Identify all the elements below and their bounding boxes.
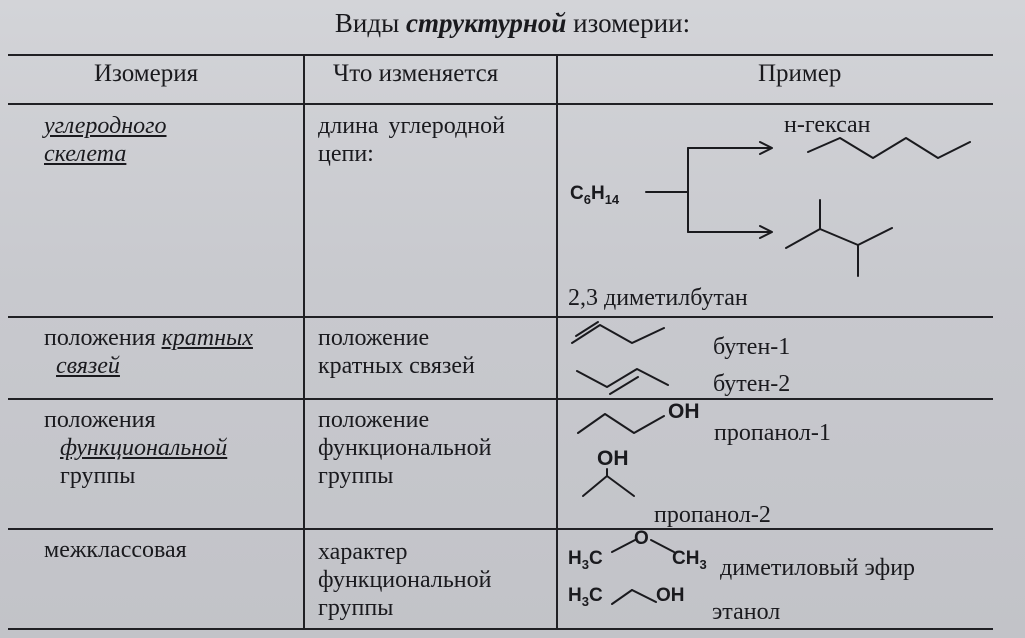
- row3-example1-label: пропанол-1: [714, 420, 831, 446]
- ether-bond-left: [611, 539, 636, 553]
- row3-example2-label: пропанол-2: [654, 502, 771, 528]
- page-title: Виды структурной изомерии:: [334, 8, 691, 38]
- row2-example2-label: бутен-2: [713, 371, 791, 397]
- table-top-border: [8, 54, 993, 56]
- butene2-double-bond: [609, 376, 639, 395]
- header-bottom-border: [8, 103, 993, 105]
- hexane-skeleton: [807, 137, 971, 159]
- row3-isomerism: положения функциональной группы: [44, 407, 228, 489]
- ethanol-bond-1: [611, 589, 633, 605]
- ethanol-bond-2: [631, 589, 657, 603]
- title-emphasis: структурной: [406, 8, 567, 38]
- header-changes: Что изменяется: [333, 60, 499, 87]
- header-example: Пример: [758, 60, 842, 87]
- header-isomerism: Изомерия: [94, 60, 199, 87]
- row1-bottom-border: [8, 316, 993, 318]
- row4-ether-o: O: [634, 528, 649, 549]
- row4-example1-label: диметиловый эфир: [720, 555, 916, 581]
- butene2-skeleton: [576, 368, 669, 388]
- row2-isomerism: положения кратных связей: [44, 325, 253, 379]
- row1-formula: C6H14: [570, 183, 620, 207]
- arrowhead-dimethylbutane: [759, 225, 773, 239]
- row4-ether-ch3: CH3: [672, 548, 707, 572]
- row1-changes: длина углеродной цепи:: [318, 113, 505, 167]
- butene1-double-bond: [575, 321, 599, 337]
- column-divider-1: [303, 54, 305, 630]
- butene1-skeleton: [571, 324, 665, 344]
- row1-example1-label: н-гексан: [784, 112, 871, 138]
- row4-ethanol-oh: OH: [656, 585, 685, 606]
- row4-changes: характер функциональной группы: [318, 539, 492, 621]
- row4-isomerism: межклассовая: [44, 537, 187, 563]
- row3-oh-label-2: OH: [597, 447, 629, 470]
- column-divider-2: [556, 54, 558, 630]
- table-bottom-border: [8, 628, 993, 630]
- arrowhead-hexane: [759, 141, 773, 155]
- row3-bottom-border: [8, 528, 993, 530]
- row4-ethanol-h3c: H3C: [568, 585, 603, 609]
- row4-ether-h3c: H3C: [568, 548, 603, 572]
- dimethylbutane-skeleton: [785, 227, 893, 249]
- row2-changes: положение кратных связей: [318, 325, 475, 379]
- row4-example2-label: этанол: [712, 599, 781, 625]
- row1-example2-label: 2,3 диметилбутан: [568, 285, 748, 311]
- ether-bond-right: [650, 539, 675, 553]
- propanol2-skeleton: [582, 475, 635, 497]
- row3-oh-label-1: OH: [668, 400, 700, 423]
- row2-example1-label: бутен-1: [713, 334, 791, 360]
- row2-bottom-border: [8, 398, 993, 400]
- row1-isomerism: углеродного скелета: [44, 113, 167, 167]
- row3-changes: положение функциональной группы: [318, 407, 492, 489]
- propanol1-skeleton: [577, 413, 665, 434]
